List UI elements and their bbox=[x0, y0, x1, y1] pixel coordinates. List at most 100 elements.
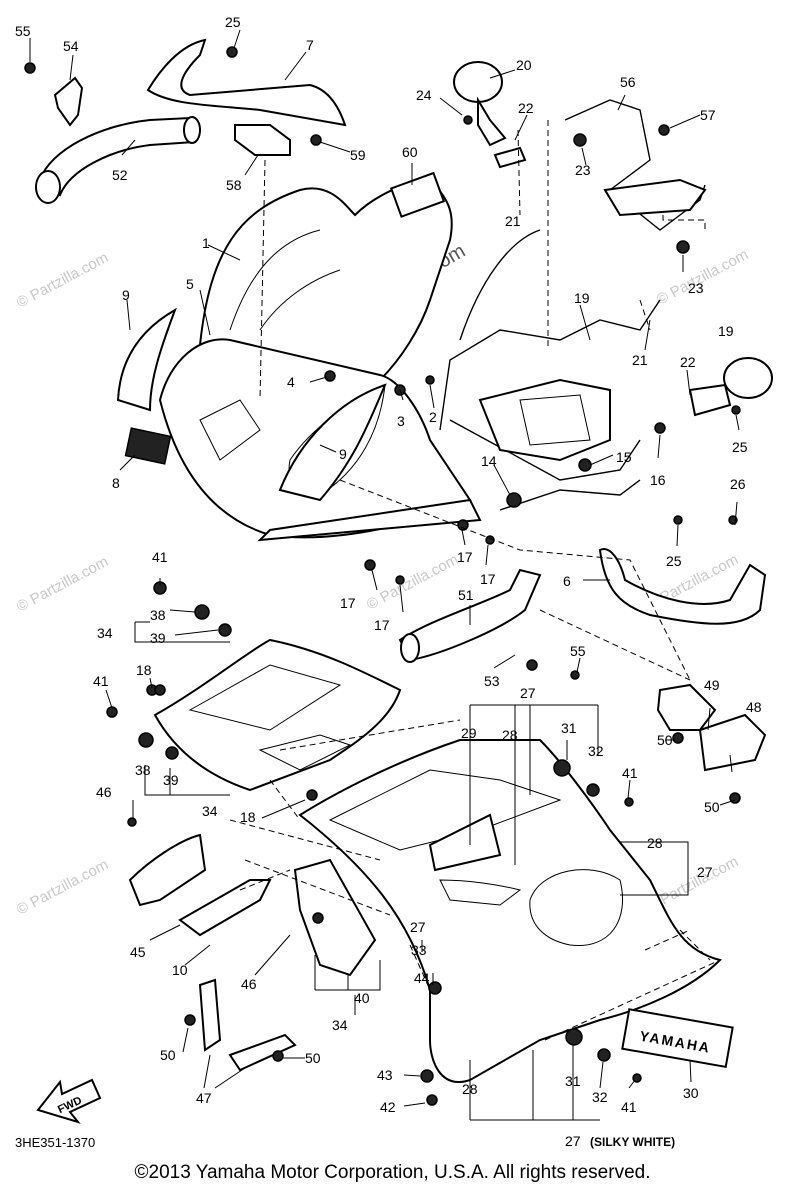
lower-cowling-main bbox=[298, 739, 722, 1083]
bracket-47b bbox=[228, 1033, 297, 1072]
label-12: 14 bbox=[481, 453, 497, 469]
stay-56 bbox=[564, 99, 707, 231]
label-34-b: 34 bbox=[202, 803, 218, 819]
label-55-a: 55 bbox=[15, 23, 31, 39]
label-22-a: 22 bbox=[518, 100, 534, 116]
label-41-b: 41 bbox=[93, 673, 109, 689]
label-32-a: 32 bbox=[588, 743, 604, 759]
watermark: © Partzilla.com bbox=[14, 553, 111, 615]
label-24-a: 24 bbox=[416, 87, 432, 103]
label-38-a: 38 bbox=[150, 607, 166, 623]
dashed-assembly-lines bbox=[229, 120, 721, 1041]
label-47: 47 bbox=[196, 1090, 212, 1106]
label-45: 45 bbox=[130, 944, 146, 960]
label-27-b: 27 bbox=[697, 864, 713, 880]
label-9-a: 9 bbox=[122, 287, 130, 303]
label-31-b: 31 bbox=[565, 1073, 581, 1089]
label-41-d: 41 bbox=[621, 1099, 637, 1115]
label-50-c: 50 bbox=[160, 1047, 176, 1063]
label-56: 56 bbox=[620, 74, 636, 90]
bracket-48 bbox=[698, 713, 767, 772]
label-10: 10 bbox=[172, 962, 188, 978]
label-39-b: 39 bbox=[163, 772, 179, 788]
label-48: 48 bbox=[746, 699, 762, 715]
label-13: 15 bbox=[616, 449, 632, 465]
label-16: 17 bbox=[480, 571, 496, 587]
label-49: 49 bbox=[704, 677, 720, 693]
forward-arrow-icon: FWD bbox=[36, 1078, 102, 1124]
label-26: 26 bbox=[730, 476, 746, 492]
label-55-b: 55 bbox=[570, 643, 586, 659]
label-23-a: 23 bbox=[575, 162, 591, 178]
stay-assembly bbox=[439, 229, 661, 511]
label-28-b: 28 bbox=[647, 835, 663, 851]
label-38-b: 38 bbox=[135, 762, 151, 778]
label-54: 54 bbox=[63, 38, 79, 54]
label-41-c: 41 bbox=[622, 765, 638, 781]
label-22-b: 22 bbox=[680, 354, 696, 370]
label-42: 42 bbox=[380, 1099, 396, 1115]
label-30: 30 bbox=[683, 1085, 699, 1101]
label-27-a: 27 bbox=[520, 685, 536, 701]
label-20: 20 bbox=[516, 57, 532, 73]
label-25-b: 25 bbox=[666, 553, 682, 569]
label-34-c: 34 bbox=[332, 1017, 348, 1033]
label-60: 60 bbox=[402, 144, 418, 160]
side-panel-right bbox=[278, 383, 387, 502]
label-50-a: 50 bbox=[657, 732, 673, 748]
label-32-b: 32 bbox=[592, 1089, 608, 1105]
inner-panel-40 bbox=[293, 858, 377, 977]
label-7: 7 bbox=[306, 37, 314, 53]
label-39-a: 39 bbox=[150, 630, 166, 646]
leader-lines bbox=[29, 29, 740, 1121]
label-31-a: 31 bbox=[561, 720, 577, 736]
label-23-b: 23 bbox=[688, 280, 704, 296]
label-8: 8 bbox=[112, 475, 120, 491]
fasteners bbox=[24, 46, 741, 1106]
bracket-58 bbox=[234, 124, 291, 156]
bracket-45 bbox=[128, 833, 207, 907]
lower-cowling-inner bbox=[153, 638, 402, 792]
label-57: 57 bbox=[700, 107, 716, 123]
watermark: © Partzilla.com bbox=[364, 551, 461, 613]
label-40: 40 bbox=[354, 990, 370, 1006]
label-4: 4 bbox=[287, 374, 295, 390]
label-51: 51 bbox=[458, 587, 474, 603]
label-53: 53 bbox=[484, 673, 500, 689]
label-9-b: 9 bbox=[339, 446, 347, 462]
mirror-right bbox=[453, 61, 527, 169]
yamaha-decal-large: YAMAHA bbox=[621, 1008, 734, 1069]
label-43: 43 bbox=[377, 1067, 393, 1083]
label-24-b: 25 bbox=[732, 439, 748, 455]
label-17-a: 17 bbox=[457, 549, 473, 565]
label-1: 1 bbox=[202, 235, 210, 251]
label-3: 3 bbox=[397, 413, 405, 429]
bracket-7 bbox=[146, 38, 347, 127]
air-duct-left bbox=[35, 116, 201, 204]
yamaha-decal-small bbox=[124, 427, 172, 465]
label-59: 59 bbox=[350, 147, 366, 163]
label-50-b: 50 bbox=[704, 799, 720, 815]
label-14: 16 bbox=[650, 472, 666, 488]
label-25-a: 25 bbox=[225, 14, 241, 30]
label-6: 6 bbox=[563, 573, 571, 589]
bracket-47 bbox=[198, 978, 222, 1052]
label-50-d: 50 bbox=[305, 1050, 321, 1066]
label-58: 58 bbox=[226, 177, 242, 193]
diagram-code: 3HE351-1370 bbox=[15, 1135, 95, 1150]
label-46-b: 46 bbox=[241, 976, 257, 992]
label-21-b: 21 bbox=[632, 352, 648, 368]
label-41-a: 41 bbox=[152, 549, 168, 565]
bracket-54 bbox=[53, 76, 84, 127]
label-28-c: 28 bbox=[462, 1081, 478, 1097]
label-34-a: 34 bbox=[97, 625, 113, 641]
label-33: 33 bbox=[411, 942, 427, 958]
label-19: 19 bbox=[718, 323, 734, 339]
label-2: 2 bbox=[429, 409, 437, 425]
label-18-a: 18 bbox=[136, 662, 152, 678]
mirror-left bbox=[688, 357, 773, 417]
label-11: 19 bbox=[574, 290, 590, 306]
label-46-a: 46 bbox=[96, 784, 112, 800]
label-17-b: 17 bbox=[340, 595, 356, 611]
